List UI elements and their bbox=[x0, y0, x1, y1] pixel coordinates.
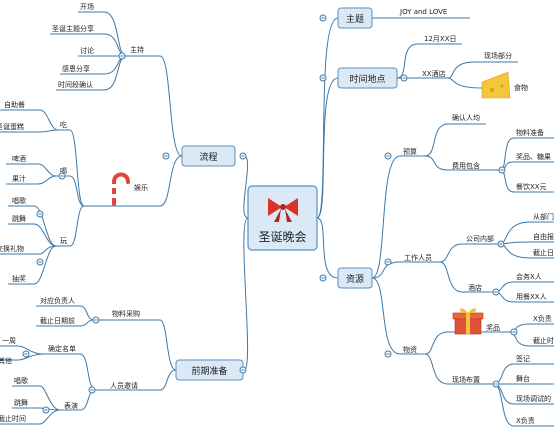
staff-hotel-label: 酒店 bbox=[468, 283, 482, 292]
procurement-item: 对应负责人 bbox=[40, 296, 75, 305]
entertainment-label: 娱乐 bbox=[134, 183, 148, 192]
list-item: 一周 bbox=[2, 337, 16, 345]
play-label: 玩 bbox=[60, 237, 67, 245]
cheese-icon bbox=[481, 71, 511, 99]
procurement-label: 物料采购 bbox=[112, 309, 140, 318]
host-item: 感恩分享 bbox=[62, 64, 90, 73]
bow-icon bbox=[268, 198, 298, 222]
eat-item: 圣诞蛋糕 bbox=[0, 122, 24, 131]
materials-label: 物资 bbox=[403, 345, 417, 354]
company-item: 从部门 bbox=[533, 212, 554, 221]
svg-text:流程: 流程 bbox=[199, 151, 217, 163]
perform-label: 表演 bbox=[64, 401, 78, 410]
svg-text:主题: 主题 bbox=[346, 13, 364, 25]
host-item: 时间段确认 bbox=[58, 80, 93, 89]
node-theme[interactable]: 主题 bbox=[337, 7, 373, 29]
perform-item: 跳舞 bbox=[14, 398, 28, 407]
perform-item: 截止时间 bbox=[0, 414, 26, 423]
layout-item: 签记 bbox=[516, 354, 530, 363]
staff-label: 工作人员 bbox=[404, 253, 432, 262]
confirm-people: 确认人均 bbox=[452, 113, 480, 122]
theme-value: JOY and LOVE bbox=[399, 8, 447, 16]
budget-label: 预算 bbox=[403, 147, 417, 156]
svg-text:前期准备: 前期准备 bbox=[191, 365, 227, 377]
host-item: 讨论 bbox=[80, 46, 94, 55]
procurement-item: 截止日期前 bbox=[40, 316, 75, 325]
list-label: 确定名单 bbox=[48, 344, 76, 353]
node-prep[interactable]: 前期准备 bbox=[175, 359, 244, 381]
venue-label: 现场部分 bbox=[484, 51, 512, 60]
host-item: 开场 bbox=[80, 2, 94, 11]
prizes-label: 奖品 bbox=[486, 323, 500, 332]
date-label: 12月XX日 bbox=[424, 35, 457, 43]
company-label: 公司内部 bbox=[466, 234, 494, 243]
eat-label: 吃 bbox=[60, 120, 67, 129]
host-item: 圣诞主题分享 bbox=[52, 24, 94, 33]
play-item: 抽奖 bbox=[12, 274, 26, 283]
host-label: 主持 bbox=[130, 45, 144, 54]
food-label: 食物 bbox=[514, 83, 528, 92]
prize-item: X负责 bbox=[533, 314, 552, 323]
hotel-item: 用餐XX人 bbox=[516, 292, 547, 301]
drink-item: 果汁 bbox=[12, 174, 26, 183]
invite-label: 人员邀请 bbox=[110, 381, 138, 390]
drink-item: 啤酒 bbox=[12, 154, 26, 163]
drink-label: 喝 bbox=[60, 167, 67, 175]
prize-item: 截止时 bbox=[533, 336, 554, 345]
candy-cane-icon bbox=[112, 172, 130, 206]
budget-item: 餐饮XX元 bbox=[516, 182, 547, 191]
node-time-place[interactable]: 时间地点 bbox=[337, 67, 398, 89]
svg-text:时间地点: 时间地点 bbox=[349, 73, 385, 85]
hotel-item: 会务X人 bbox=[516, 272, 542, 281]
list-item: 其他 bbox=[0, 356, 12, 365]
play-item: 跳舞 bbox=[12, 214, 26, 223]
layout-item: X负责 bbox=[516, 416, 535, 425]
budget-item: 物料准备 bbox=[516, 128, 544, 137]
eat-item: 自助餐 bbox=[4, 100, 25, 109]
svg-text:资源: 资源 bbox=[346, 274, 364, 285]
layout-item: 舞台 bbox=[516, 374, 530, 383]
layout-item: 现场调试的 bbox=[516, 394, 551, 403]
hotel-label: XX酒店 bbox=[422, 69, 446, 78]
perform-item: 唱歌 bbox=[14, 376, 28, 385]
node-resources[interactable]: 资源 bbox=[337, 267, 373, 289]
play-item: 唱歌 bbox=[12, 196, 26, 205]
cost-includes: 费用包含 bbox=[452, 161, 480, 170]
company-item: 自由报 bbox=[533, 232, 554, 241]
center-title: 圣诞晚会 bbox=[258, 230, 306, 244]
play-item: 交换礼物 bbox=[0, 244, 24, 253]
gift-icon bbox=[452, 308, 484, 335]
budget-item: 奖品、糖果 bbox=[516, 152, 551, 161]
layout-label: 现场布置 bbox=[452, 375, 480, 384]
node-process[interactable]: 流程 bbox=[181, 145, 236, 167]
company-item: 截止日 bbox=[533, 248, 554, 257]
center-node[interactable]: 圣诞晚会 bbox=[247, 185, 318, 251]
